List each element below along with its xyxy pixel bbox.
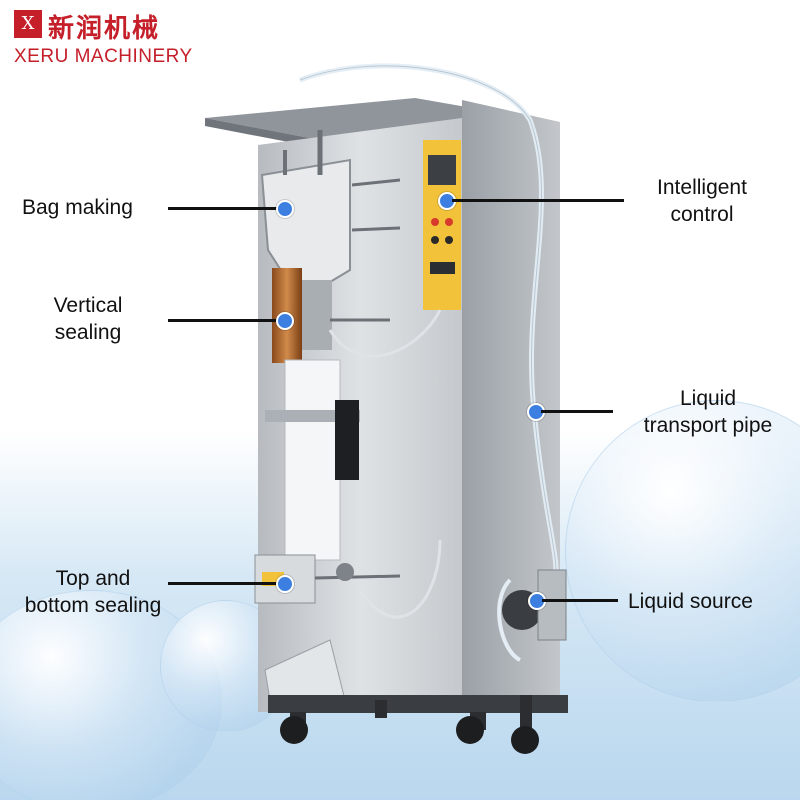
machine-leg [520, 695, 532, 735]
callout-vertical-sealing-line [168, 319, 280, 322]
brand-logo: X 新润机械 XERU MACHINERY [14, 10, 192, 70]
control-button-icon [445, 236, 453, 244]
machine-base [268, 695, 568, 713]
callout-liquid-source-line [542, 599, 618, 602]
callout-liquid-transport-pipe-line [541, 410, 613, 413]
callout-vertical-sealing-marker-icon [276, 312, 294, 330]
callout-vertical-sealing-label: Vertical sealing [53, 294, 123, 344]
callout-bag-making-label: Bag making [22, 196, 133, 219]
callout-liquid-transport-pipe-label: Liquid transport pipe [643, 387, 773, 437]
callout-top-bottom-sealing-label: Top and bottom sealing [24, 567, 162, 617]
callout-intelligent-control-line [452, 199, 624, 202]
callout-top-bottom-sealing-line [168, 582, 280, 585]
machine-top-canopy [205, 98, 530, 140]
callout-liquid-source-label: Liquid source [628, 590, 753, 613]
control-button-icon [431, 236, 439, 244]
caster-wheel-icon [456, 716, 484, 744]
callout-bag-making-marker-icon [276, 200, 294, 218]
vertical-sealer-clamp [302, 280, 332, 350]
machine-window [335, 400, 359, 480]
caster-wheel-icon [280, 716, 308, 744]
brand-mark-icon: X [14, 10, 42, 38]
machine-side-panel [462, 100, 560, 710]
brand-name-en: XERU MACHINERY [14, 46, 193, 67]
power-cable [328, 309, 442, 358]
film-tube [284, 359, 341, 561]
power-cable [358, 539, 442, 619]
sealer-motor [336, 563, 354, 581]
machine-top-canopy-edge [205, 118, 320, 148]
callout-bag-making-line [168, 207, 280, 210]
callout-intelligent-control-label: Intelligent control [657, 176, 747, 226]
brand-name-cn: 新润机械 [48, 14, 161, 44]
control-display [428, 155, 456, 185]
liquid-hose [497, 578, 522, 662]
caster-wheel-icon [511, 726, 539, 754]
control-button-icon [445, 218, 453, 226]
water-bubble [565, 400, 800, 702]
former-rod [351, 226, 401, 232]
control-counter [430, 262, 455, 274]
callout-top-bottom-sealing-marker-icon [276, 575, 294, 593]
control-button-icon [431, 218, 439, 226]
former-rod [351, 178, 401, 187]
sealer-rod [314, 574, 401, 580]
machine-leg [375, 700, 387, 718]
